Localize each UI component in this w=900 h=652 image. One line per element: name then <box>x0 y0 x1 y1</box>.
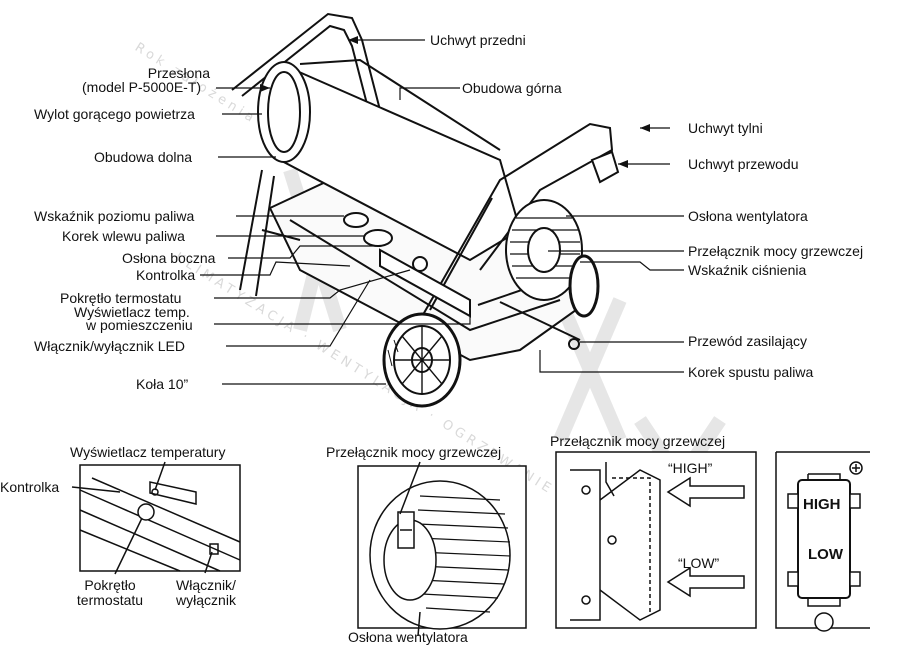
label-wylot: Wylot gorącego powietrza <box>34 106 195 122</box>
label-korek-wlewu: Korek wlewu paliwa <box>62 228 185 244</box>
detail-switch-face <box>775 451 870 632</box>
label-obudowa-gorna: Obudowa górna <box>462 80 562 96</box>
label-przewod-zasilajacy: Przewód zasilający <box>688 333 808 349</box>
front-handle <box>231 12 381 111</box>
label-kola: Koła 10” <box>136 376 189 392</box>
power-cord <box>499 301 581 341</box>
d1-label-pokretlo-2: termostatu <box>76 592 144 608</box>
label-wyswietlacz-1: Wyświetlacz temp. <box>74 304 190 320</box>
heater-main <box>231 12 620 408</box>
label-uchwyt-przedni: Uchwyt przedni <box>430 32 526 48</box>
label-oslona-boczna: Osłona boczna <box>122 250 216 266</box>
label-wyswietlacz-2: w pomieszczeniu <box>86 317 193 333</box>
wheel <box>382 312 462 408</box>
d3-label-low: “LOW” <box>678 555 720 571</box>
label-uchwyt-przewodu: Uchwyt przewodu <box>688 156 799 172</box>
d2-label-przelacznik: Przełącznik mocy grzewczej <box>326 444 502 460</box>
d4-label-low: LOW <box>808 546 843 563</box>
label-wskaznik-cisnienia: Wskaźnik ciśnienia <box>688 262 807 278</box>
detail-fan-guard <box>357 461 527 637</box>
label-kontrolka: Kontrolka <box>136 267 196 283</box>
d1-label-kontrolka: Kontrolka <box>0 479 60 495</box>
low-arrow <box>666 566 745 598</box>
arrow-heads <box>260 36 650 168</box>
rear-wheel <box>568 254 600 318</box>
detail-control-panel <box>71 461 241 575</box>
label-przeslona-1: Przesłona <box>147 65 210 81</box>
cord-holder <box>590 150 620 184</box>
fuel-cap <box>363 229 393 247</box>
label-przeslona-2: (model P-5000E-T) <box>82 79 202 95</box>
d2-label-oslona: Osłona wentylatora <box>348 629 468 645</box>
d1-label-pokretlo-1: Pokrętło <box>84 577 136 593</box>
detail-rocker-switch <box>555 451 757 629</box>
d1-label-wlacznik-1: Włącznik/ <box>176 577 236 593</box>
label-wskaznik-paliwa: Wskaźnik poziomu paliwa <box>34 208 195 224</box>
d1-label-wyswietlacz: Wyświetlacz temperatury <box>70 444 226 460</box>
leader-lines <box>200 39 684 385</box>
outlet-ring <box>257 61 311 163</box>
label-pokretlo-termostatu: Pokrętło termostatu <box>60 290 182 306</box>
label-obudowa-dolna: Obudowa dolna <box>94 149 193 165</box>
label-przelacznik-mocy: Przełącznik mocy grzewczej <box>688 243 864 259</box>
d3-label-high: “HIGH” <box>668 460 713 476</box>
label-wlacznik-led: Włącznik/wyłącznik LED <box>34 338 185 354</box>
high-arrow <box>666 476 745 508</box>
control-knob <box>412 256 428 272</box>
d3-label-przelacznik: Przełącznik mocy grzewczej <box>550 433 726 449</box>
rear-handle <box>419 122 614 321</box>
d4-label-high: HIGH <box>803 496 841 513</box>
label-uchwyt-tylni: Uchwyt tylni <box>688 120 763 136</box>
label-oslona-wentylatora: Osłona wentylatora <box>688 208 808 224</box>
d1-label-wlacznik-2: wyłącznik <box>176 592 236 608</box>
label-korek-spustu: Korek spustu paliwa <box>688 364 814 380</box>
fuel-gauge <box>343 212 369 228</box>
